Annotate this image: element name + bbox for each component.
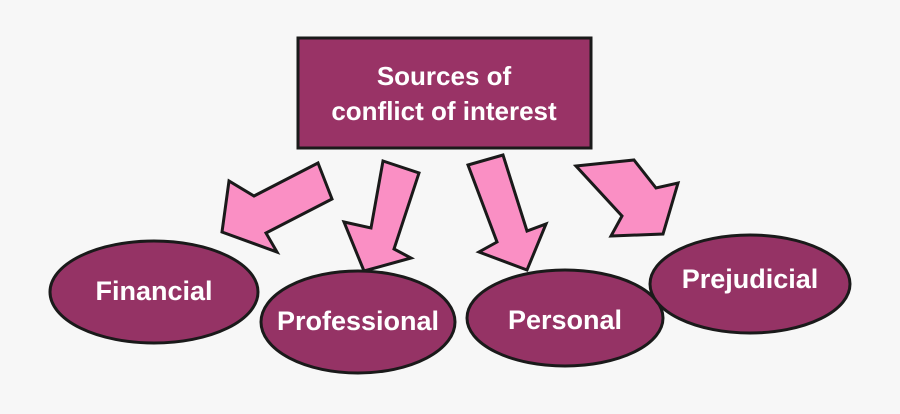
header-title-line1: Sources of: [377, 61, 512, 91]
node-professional-label: Professional: [277, 306, 439, 336]
node-prejudicial[interactable]: Prejudicial: [648, 233, 852, 335]
header-box: Sources of conflict of interest: [296, 36, 593, 150]
node-financial-shape[interactable]: [48, 239, 260, 345]
header-title-line2: conflict of interest: [331, 96, 557, 126]
node-prejudicial-label: Prejudicial: [682, 264, 819, 294]
node-personal-shape[interactable]: [465, 268, 665, 368]
node-financial-label: Financial: [95, 276, 212, 306]
node-personal-label: Personal: [508, 305, 622, 335]
arrow-to-prejudicial-icon: [572, 158, 681, 238]
node-professional[interactable]: Professional: [259, 269, 457, 375]
node-prejudicial-shape[interactable]: [648, 233, 852, 335]
arrow-to-financial-icon: [220, 160, 334, 255]
arrow-to-professional-icon: [341, 159, 421, 273]
header-box-shape: [296, 36, 593, 150]
node-financial[interactable]: Financial: [48, 239, 260, 345]
node-personal[interactable]: Personal: [465, 268, 665, 368]
node-professional-shape[interactable]: [259, 269, 457, 375]
arrow-to-personal-icon: [466, 153, 549, 272]
